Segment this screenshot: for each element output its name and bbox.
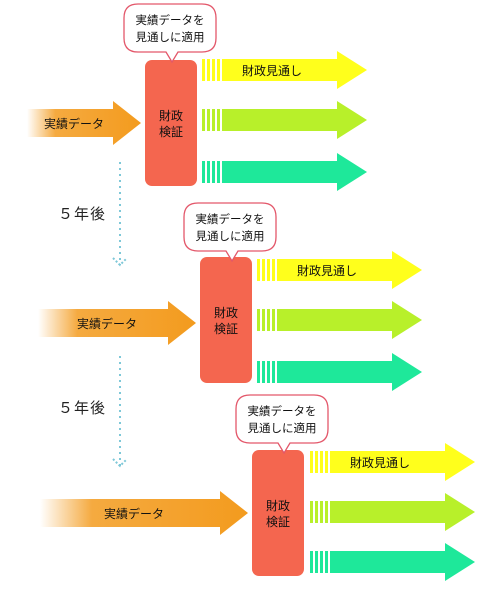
input-label-3: 実績データ [104, 506, 164, 521]
output-arrow-1-bottom-stripe [217, 161, 220, 183]
output-arrow-2-bottom-stripe [272, 361, 275, 383]
bubble-line-1-3: 実績データを [248, 404, 317, 418]
fiscal-verification-box-3 [252, 450, 304, 576]
output-arrow-3-middle-stripe [315, 501, 318, 523]
output-arrow-3-top-stripe [315, 451, 318, 473]
output-label-2: 財政見通し [297, 263, 357, 278]
output-arrow-3-middle-stripe [320, 501, 323, 523]
input-arrow-2 [38, 301, 196, 345]
output-arrow-1-top-stripe [217, 59, 220, 81]
speech-bubble-1 [123, 3, 217, 64]
box-line-1-3: 財政 [266, 498, 290, 513]
output-arrow-1-top-stripe [207, 59, 210, 81]
output-arrow-3-top [330, 443, 475, 481]
box-line-1-1: 財政 [159, 108, 183, 123]
fiscal-verification-box-2 [200, 257, 252, 383]
output-arrow-2-bottom [277, 353, 422, 391]
output-arrow-3-bottom-stripe [315, 551, 318, 573]
bubble-line-2-2: 見通しに適用 [196, 229, 265, 243]
output-arrow-1-middle-stripe [207, 109, 210, 131]
output-arrow-3-top-stripe [325, 451, 328, 473]
output-arrow-2-middle-stripe [257, 309, 260, 331]
bubble-line-1-1: 実績データを [136, 13, 205, 27]
output-arrow-2-middle-stripe [262, 309, 265, 331]
output-arrow-2-middle-stripe [272, 309, 275, 331]
output-arrow-3-middle-stripe [310, 501, 313, 523]
output-arrow-3-bottom-stripe [325, 551, 328, 573]
output-arrow-1-top-stripe [212, 59, 215, 81]
input-label-1: 実績データ [44, 116, 104, 131]
output-arrow-1-middle-stripe [217, 109, 220, 131]
output-label-3: 財政見通し [350, 455, 410, 470]
output-arrow-3-middle [330, 493, 475, 531]
output-arrow-1-bottom-stripe [212, 161, 215, 183]
output-arrow-3-top-stripe [320, 451, 323, 473]
bubble-line-2-3: 見通しに適用 [248, 421, 317, 435]
output-arrow-2-top-stripe [272, 259, 275, 281]
output-arrow-2-top [277, 251, 422, 289]
output-arrow-3-bottom [330, 543, 475, 581]
speech-bubble-3 [235, 394, 329, 455]
transition-arrowhead-2 [112, 458, 128, 468]
transition-arrowhead-1 [112, 257, 128, 267]
output-arrow-1-middle-stripe [212, 109, 215, 131]
box-line-2-1: 検証 [159, 125, 183, 139]
output-arrow-2-top-stripe [262, 259, 265, 281]
box-line-2-2: 検証 [214, 322, 238, 336]
output-arrow-2-bottom-stripe [262, 361, 265, 383]
box-line-1-2: 財政 [214, 305, 238, 320]
input-arrow-1 [27, 101, 141, 145]
output-arrow-2-top-stripe [257, 259, 260, 281]
output-arrow-2-bottom-stripe [267, 361, 270, 383]
output-arrow-2-bottom-stripe [257, 361, 260, 383]
output-arrow-1-top-stripe [202, 59, 205, 81]
output-label-1: 財政見通し [242, 63, 302, 78]
output-arrow-1-middle [222, 101, 367, 139]
output-arrow-3-bottom-stripe [310, 551, 313, 573]
output-arrow-3-middle-stripe [325, 501, 328, 523]
bubble-line-1-2: 実績データを [196, 212, 265, 226]
output-arrow-1-bottom-stripe [207, 161, 210, 183]
input-label-2: 実績データ [77, 316, 137, 331]
output-arrow-3-bottom-stripe [320, 551, 323, 573]
output-arrow-2-middle [277, 301, 422, 339]
output-arrow-3-top-stripe [310, 451, 313, 473]
output-arrow-1-top [222, 51, 367, 89]
box-line-2-3: 検証 [266, 515, 290, 529]
bubble-line-2-1: 見通しに適用 [136, 30, 205, 44]
input-arrow-3 [40, 491, 248, 535]
fiscal-verification-box-1 [145, 60, 197, 186]
interval-label-2: ５年後 [58, 399, 107, 417]
output-arrow-2-middle-stripe [267, 309, 270, 331]
output-arrow-1-middle-stripe [202, 109, 205, 131]
output-arrow-2-top-stripe [267, 259, 270, 281]
output-arrow-1-bottom-stripe [202, 161, 205, 183]
output-arrow-1-bottom [222, 153, 367, 191]
speech-bubble-2 [183, 202, 277, 263]
interval-label-1: ５年後 [58, 205, 107, 223]
